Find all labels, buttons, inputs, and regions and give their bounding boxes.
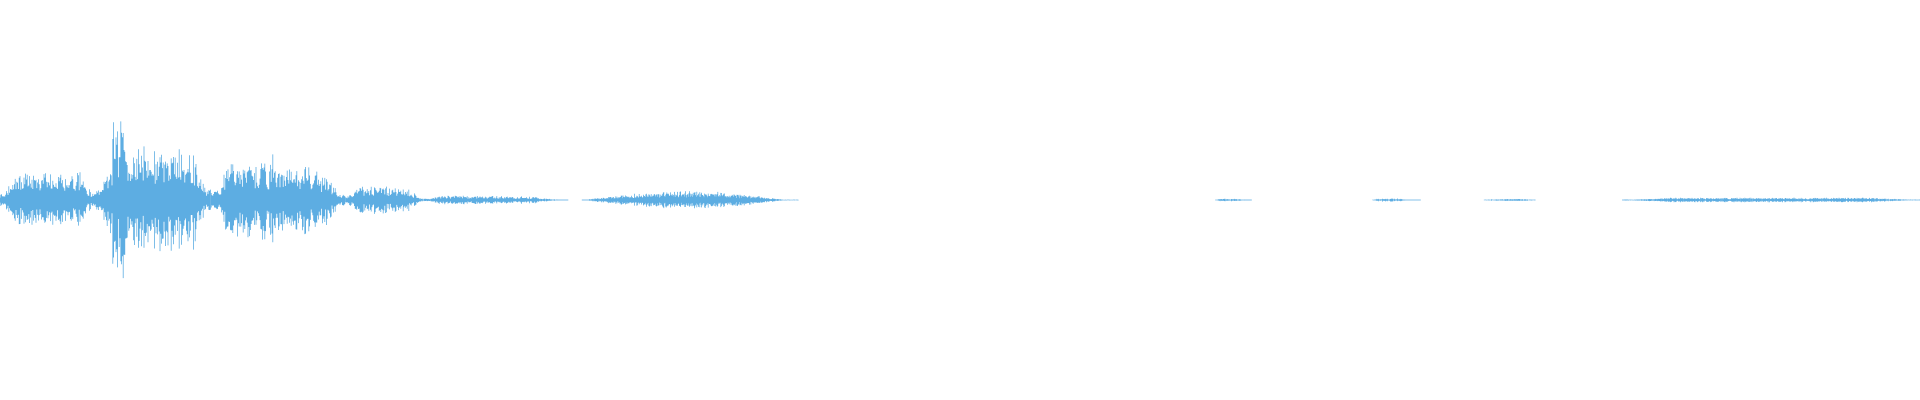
waveform-path — [1215, 198, 1245, 202]
waveform-segment-10 — [1622, 197, 1920, 203]
waveform-path — [95, 121, 211, 279]
waveform-path — [1483, 199, 1536, 201]
waveform-segment-6 — [589, 191, 799, 209]
waveform-segment-5 — [422, 195, 558, 205]
waveform-path — [210, 154, 346, 243]
waveform-path — [1622, 197, 1920, 203]
waveform-path — [0, 172, 97, 226]
waveform-path — [345, 186, 422, 214]
waveform-path — [589, 191, 799, 209]
waveform-segment-4 — [345, 186, 422, 214]
waveform-segment-9 — [1483, 199, 1536, 201]
waveform-segment-3 — [210, 154, 346, 243]
waveform-segment-2 — [95, 121, 211, 279]
waveform-segment-1 — [0, 172, 97, 226]
waveform-segment-7 — [1215, 198, 1245, 202]
waveform-path — [422, 195, 558, 205]
